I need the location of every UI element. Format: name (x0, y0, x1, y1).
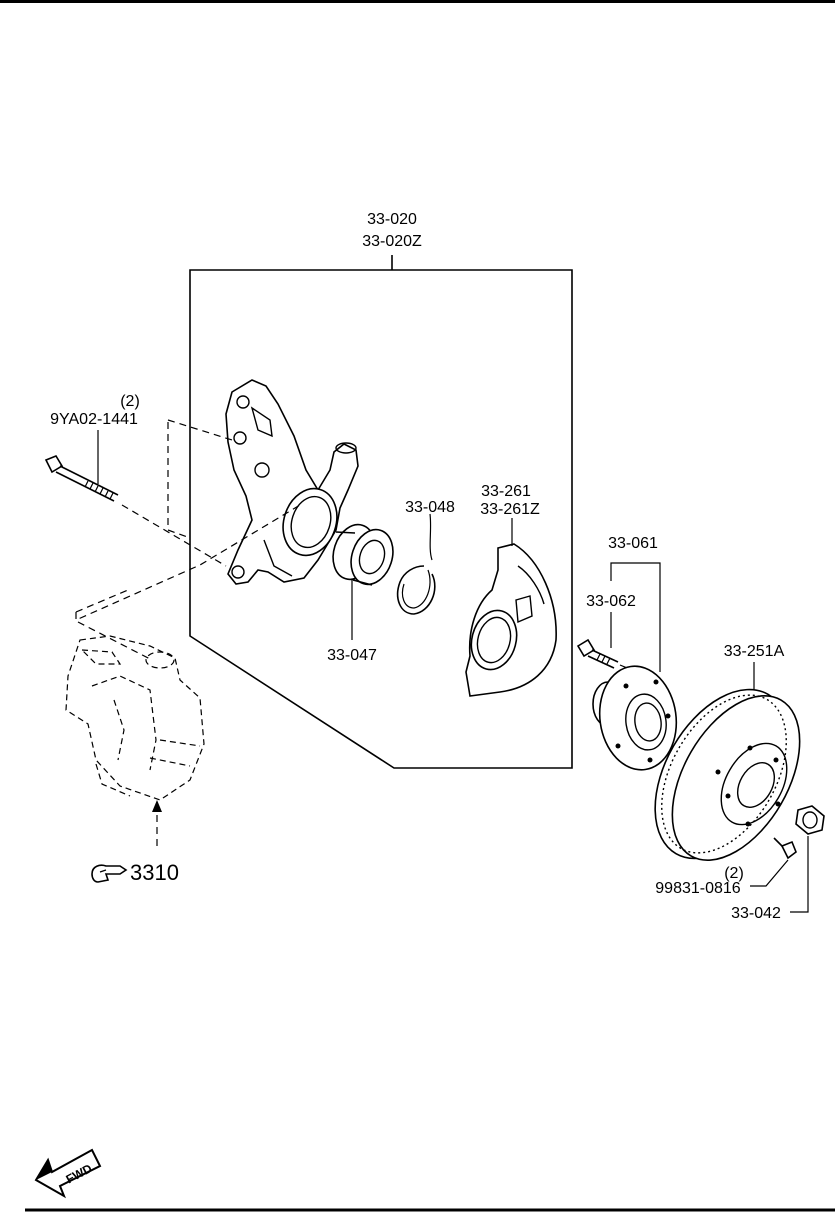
brake-disc-group: 33-251A 33-042 (2) 99831-0816 (654, 643, 825, 922)
lock-nut-drawing: 33-042 (731, 805, 825, 922)
knuckle-assembly-group: 33-020 33-020Z (189, 211, 573, 769)
brake-caliper-ghost (65, 635, 205, 801)
label-knuckle-assy[interactable]: 33-020 (367, 211, 417, 228)
fwd-arrow-icon: FWD (34, 1148, 102, 1199)
label-dust-cover-z[interactable]: 33-261Z (480, 501, 540, 518)
alignment-dashed-lines (75, 419, 301, 846)
label-bolt[interactable]: 9YA02-1441 (50, 411, 138, 428)
label-disc-screw[interactable]: 99831-0816 (655, 880, 741, 897)
hub-bolt-drawing (576, 638, 633, 671)
label-disc-screw-qty: (2) (724, 865, 744, 882)
dust-cover-drawing: 33-261 33-261Z (465, 483, 557, 697)
knuckle-bolt-drawing: (2) 9YA02-1441 (44, 393, 140, 502)
label-knuckle-assy-z[interactable]: 33-020Z (362, 233, 422, 250)
label-lock-nut[interactable]: 33-042 (731, 905, 781, 922)
pointing-hand-icon (91, 864, 128, 883)
label-disc[interactable]: 33-251A (724, 643, 785, 660)
steering-knuckle-drawing (225, 379, 359, 585)
label-snap-ring[interactable]: 33-048 (405, 499, 455, 516)
label-hub-assy[interactable]: 33-061 (608, 535, 658, 552)
disc-screw-drawing: (2) 99831-0816 (655, 837, 797, 897)
wheel-bearing-drawing: 33-047 (327, 523, 394, 664)
snap-ring-drawing: 33-048 (396, 499, 455, 615)
label-dust-cover[interactable]: 33-261 (481, 483, 531, 500)
hub-drawing (592, 665, 678, 771)
label-bearing[interactable]: 33-047 (327, 647, 377, 664)
label-bolt-qty: (2) (120, 393, 140, 410)
label-hub-bolt[interactable]: 33-062 (586, 593, 636, 610)
label-caliper-ref[interactable]: 3310 (130, 860, 179, 885)
wheel-hub-group: 33-061 33-062 (576, 535, 678, 771)
caliper-reference[interactable]: 3310 (91, 860, 179, 885)
